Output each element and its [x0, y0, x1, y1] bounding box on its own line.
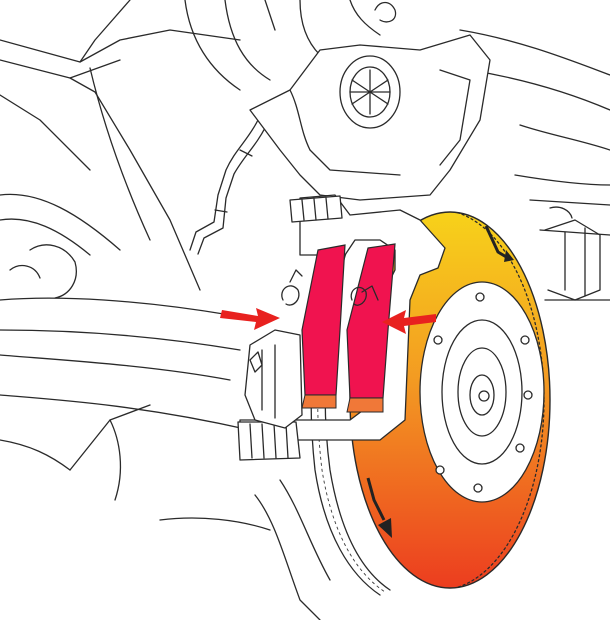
pad-clip-inner [350, 285, 379, 306]
arrow-right-icon [220, 308, 280, 330]
inner-brake-pad [346, 243, 396, 413]
outer-brake-pad [301, 244, 346, 409]
arrow-left-icon [382, 310, 436, 334]
wheel-hub [419, 281, 545, 503]
rotation-arrow-icon [366, 225, 514, 538]
upper-hub-nut [339, 55, 401, 129]
lug-stud-holes [433, 292, 533, 493]
pad-clip-outer [281, 269, 303, 306]
caliper-housing [244, 329, 303, 429]
caliper-bracket [237, 194, 446, 461]
brake-hose [189, 119, 267, 255]
